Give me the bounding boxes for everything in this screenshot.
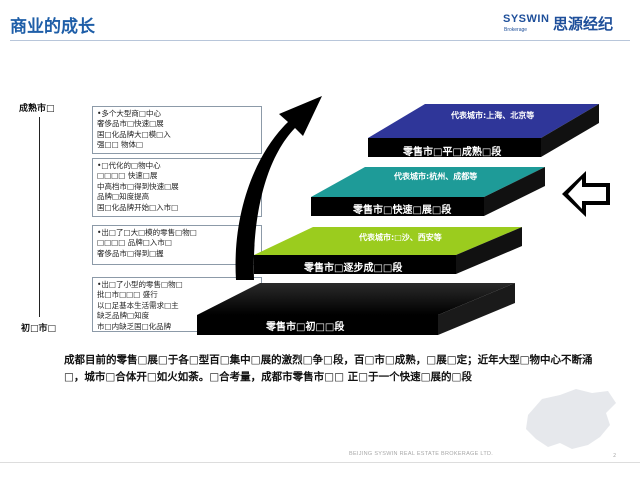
description-bullet: •出□了小型的零售□物□ — [97, 280, 183, 289]
description-bullet: 强□□ 物体□ — [97, 140, 144, 150]
description-bullet: •□代化的□物中心 — [97, 161, 161, 170]
description-bullet: 国□化品牌大□模□入 — [97, 129, 171, 139]
conclusion-text: 成都目前的零售□展□于各□型百□集中□展的激烈□争□段，百□市□成熟，□展□定；… — [64, 354, 593, 383]
stage-description-box-mature: •多个大型商□中心 奢侈品市□快速□展 国□化品牌大□模□入 强□□ 物体□ — [92, 106, 262, 154]
stage-label-rapid: 零售市□快速□展□段 — [353, 205, 452, 216]
city-label-growing: 代表城市:□沙、西安等 — [359, 233, 442, 242]
step-side-growing — [456, 227, 522, 274]
company-logo-subtext: Brokerage — [504, 27, 528, 33]
step-top-growing — [254, 227, 522, 255]
china-map-watermark-icon — [526, 389, 616, 449]
step-top-rapid — [311, 167, 545, 197]
header-divider — [10, 40, 630, 41]
city-label-rapid: 代表城市:杭州、成都等 — [394, 172, 478, 181]
description-bullet: 缺乏品牌□知度 — [97, 311, 150, 321]
stage-label-initial: 零售市□初□□段 — [266, 322, 345, 333]
page-number: 2 — [613, 453, 617, 459]
stage-label-mature: 零售市□平□成熟□段 — [403, 147, 502, 158]
description-bullet: □□□□ 快速□展 — [97, 171, 158, 181]
company-logo-chinese: 思源经纪 — [553, 15, 614, 33]
company-logo-text: SYSWIN — [503, 13, 550, 25]
stage-description-box-growing: •出□了□大□模的零售□物□ □□□□ 品牌□入市□ 奢侈品市□得到□握 — [92, 225, 262, 265]
description-bullet: □□□□ 品牌□入市□ — [97, 238, 172, 248]
step-front-growing — [254, 255, 456, 274]
footer-company: BEIJING SYSWIN REAL ESTATE BROKERAGE LTD… — [349, 451, 494, 457]
description-bullet: •多个大型商□中心 — [97, 109, 162, 118]
step-side-mature — [541, 104, 599, 157]
step-top-mature — [368, 104, 599, 138]
axis-line — [39, 117, 40, 317]
stage-description-box-rapid: •□代化的□物中心 □□□□ 快速□展 中高档市□得到快速□展 品牌□知度提高 … — [92, 158, 262, 217]
description-bullet: 批□市□□□ 盛行 — [97, 290, 158, 300]
footer-divider — [0, 462, 640, 463]
description-bullet: •出□了□大□模的零售□物□ — [97, 228, 197, 237]
city-label-mature: 代表城市:上海、北京等 — [451, 111, 535, 120]
description-bullet: 奢侈品市□得到□握 — [97, 248, 164, 258]
step-side-initial — [438, 283, 515, 335]
description-bullet: 以□足基本生活需求□主 — [97, 300, 179, 310]
axis-label-mature: 成熟市□ — [19, 104, 55, 114]
page-title: 商业的成长 — [10, 17, 95, 37]
growth-arrow-icon — [235, 96, 322, 280]
description-bullet: 中高档市□得到快速□展 — [97, 181, 179, 191]
step-top-initial — [197, 283, 515, 315]
description-bullet: 品牌□知度提高 — [97, 192, 150, 202]
description-bullet: 国□化品牌开始□入市□ — [97, 202, 179, 212]
axis-label-initial: 初□市□ — [21, 324, 57, 334]
step-side-rapid — [484, 167, 545, 216]
description-bullet: 奢侈品市□快速□展 — [97, 119, 164, 129]
step-front-rapid — [311, 197, 484, 216]
step-front-initial — [197, 315, 438, 335]
stage-label-growing: 零售市□逐步成□□段 — [304, 263, 403, 274]
description-bullet: 市□内缺乏国□化品牌 — [97, 321, 172, 331]
pointer-arrow-highlight — [568, 179, 606, 209]
step-front-mature — [368, 138, 541, 157]
